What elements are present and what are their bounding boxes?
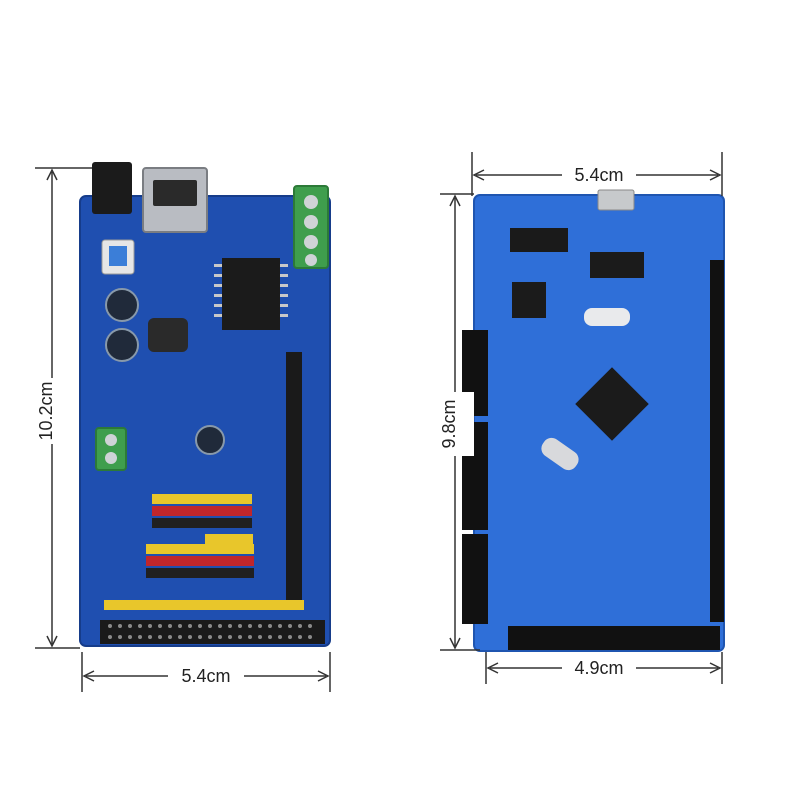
soic-chip <box>590 252 644 278</box>
right-bottom-width-label: 4.9cm <box>574 658 623 678</box>
left-side-header <box>286 352 302 600</box>
right-board <box>462 189 725 652</box>
micro-usb <box>597 189 635 211</box>
inductor <box>148 318 188 352</box>
driver-ic <box>222 258 280 330</box>
left-width-label: 5.4cm <box>181 666 230 686</box>
left-board <box>79 162 331 647</box>
crystal-large <box>541 437 579 471</box>
jtag-header <box>510 228 568 252</box>
dc-jack <box>92 162 132 214</box>
left-bottom-header <box>100 620 325 644</box>
capacitor-2 <box>105 328 139 362</box>
right-bottom-header <box>508 626 720 650</box>
right-height-label: 9.8cm <box>439 399 459 448</box>
mcu-chip <box>575 367 649 441</box>
right-left-header-3 <box>462 534 488 624</box>
capacitor-3 <box>195 425 225 455</box>
capacitor-1 <box>105 288 139 322</box>
left-height-label: 10.2cm <box>36 381 56 440</box>
screw-terminal-left <box>95 427 127 471</box>
right-side-header <box>710 260 724 622</box>
voltage-regulator <box>512 282 546 318</box>
crystal-small <box>584 308 630 326</box>
right-top-width-label: 5.4cm <box>574 165 623 185</box>
servo-pin-rows <box>104 494 304 610</box>
